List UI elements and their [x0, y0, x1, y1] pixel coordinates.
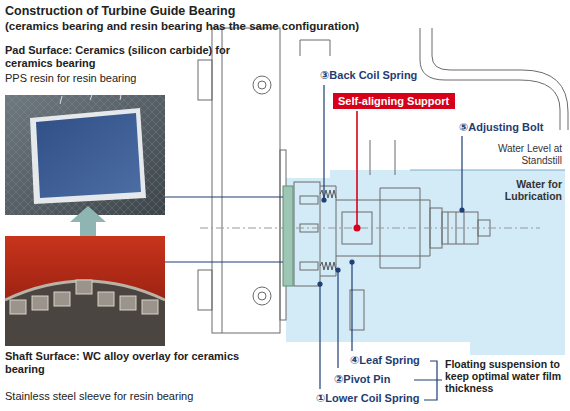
pad-photo	[5, 95, 165, 215]
callout-leaders	[336, 268, 340, 272]
housing-drawing	[300, 262, 318, 270]
housing-drawing	[420, 28, 560, 130]
shaft-photo	[32, 296, 48, 310]
housing-drawing	[198, 270, 212, 310]
transition-arrow	[70, 206, 106, 236]
transition-arrow	[70, 206, 106, 236]
water-note: Water for Lubrication	[470, 178, 562, 202]
pad-leaders	[165, 197, 283, 262]
pad-resin-label: PPS resin for resin bearing	[5, 72, 136, 85]
callout-label: ⑤Adjusting Bolt	[457, 121, 545, 134]
housing-drawing	[258, 81, 266, 89]
shaft-photo	[5, 236, 165, 346]
housing-drawing	[198, 60, 212, 100]
pad-photo	[5, 95, 165, 215]
springs	[320, 262, 336, 270]
support-leader	[354, 225, 361, 232]
pad-photo	[5, 95, 165, 215]
callout-leaders	[318, 282, 322, 286]
housing-drawing	[253, 287, 271, 305]
shaft-surface-label: Shaft Surface: WC alloy overlay for cera…	[5, 350, 240, 375]
pad-leaders	[165, 196, 283, 197]
callout-leaders	[337, 270, 338, 368]
housing-drawing	[212, 28, 280, 333]
pad-leaders	[165, 261, 283, 262]
callout-leaders	[319, 284, 320, 389]
housing-drawing	[200, 228, 540, 229]
shaft-photo	[5, 281, 165, 346]
callout-leaders	[461, 136, 462, 210]
diagram-title: Construction of Turbine Guide Bearing	[5, 4, 235, 18]
callout-leaders	[460, 208, 464, 212]
shaft-photo	[5, 236, 165, 346]
callout-leaders	[318, 85, 464, 400]
pad-photo	[36, 113, 141, 198]
callout-leaders	[322, 198, 326, 202]
callout-label: ④Leaf Spring	[350, 354, 420, 367]
housing-drawing	[320, 186, 336, 276]
support-tag-text: Self-aligning Support	[338, 95, 450, 107]
housing-drawing	[258, 292, 266, 300]
shaft-photo	[5, 281, 165, 300]
housing-drawing	[300, 196, 318, 204]
support-leader	[354, 111, 361, 232]
callout-leaders	[350, 260, 354, 264]
shaft-photo	[98, 292, 114, 306]
pad-surface-label: Pad Surface: Ceramics (silicon carbide) …	[5, 44, 230, 69]
housing-drawing	[370, 140, 395, 175]
shaft-photo	[10, 300, 26, 314]
callout-label: ②Pivot Pin	[334, 373, 390, 386]
pad-surface	[283, 186, 293, 286]
shaft-photo	[76, 280, 92, 294]
subtitle: (ceramics bearing and resin bearing has …	[5, 20, 359, 33]
callout-leaders	[323, 85, 324, 200]
water-region	[286, 170, 565, 355]
pad-surface	[283, 186, 293, 286]
shaft-photo	[54, 292, 70, 306]
water-region	[286, 170, 565, 355]
pad-photo	[30, 108, 146, 204]
function-note: Floating suspension to keep optimal wate…	[445, 358, 567, 394]
pad-photo	[60, 95, 121, 104]
housing-drawing	[198, 28, 568, 333]
springs	[320, 190, 336, 270]
housing-drawing	[432, 28, 568, 130]
housing-drawing	[222, 28, 223, 333]
water-region	[410, 170, 565, 171]
housing-drawing	[294, 182, 320, 286]
support-leader	[356, 111, 358, 225]
water-level-note: Water Level at Standstill	[460, 143, 562, 166]
callout-label: ①Lower Coil Spring	[316, 392, 419, 405]
callout-label: ③Back Coil Spring	[318, 69, 419, 82]
shaft-photo	[120, 296, 136, 310]
shaft-photo	[142, 300, 158, 314]
support-tag: Self-aligning Support	[333, 93, 455, 109]
springs	[320, 190, 336, 198]
callout-leaders	[351, 262, 352, 351]
shaft-resin-label: Stainless steel sleeve for resin bearing	[5, 390, 193, 403]
housing-drawing	[253, 76, 271, 94]
housing-drawing	[300, 40, 330, 56]
